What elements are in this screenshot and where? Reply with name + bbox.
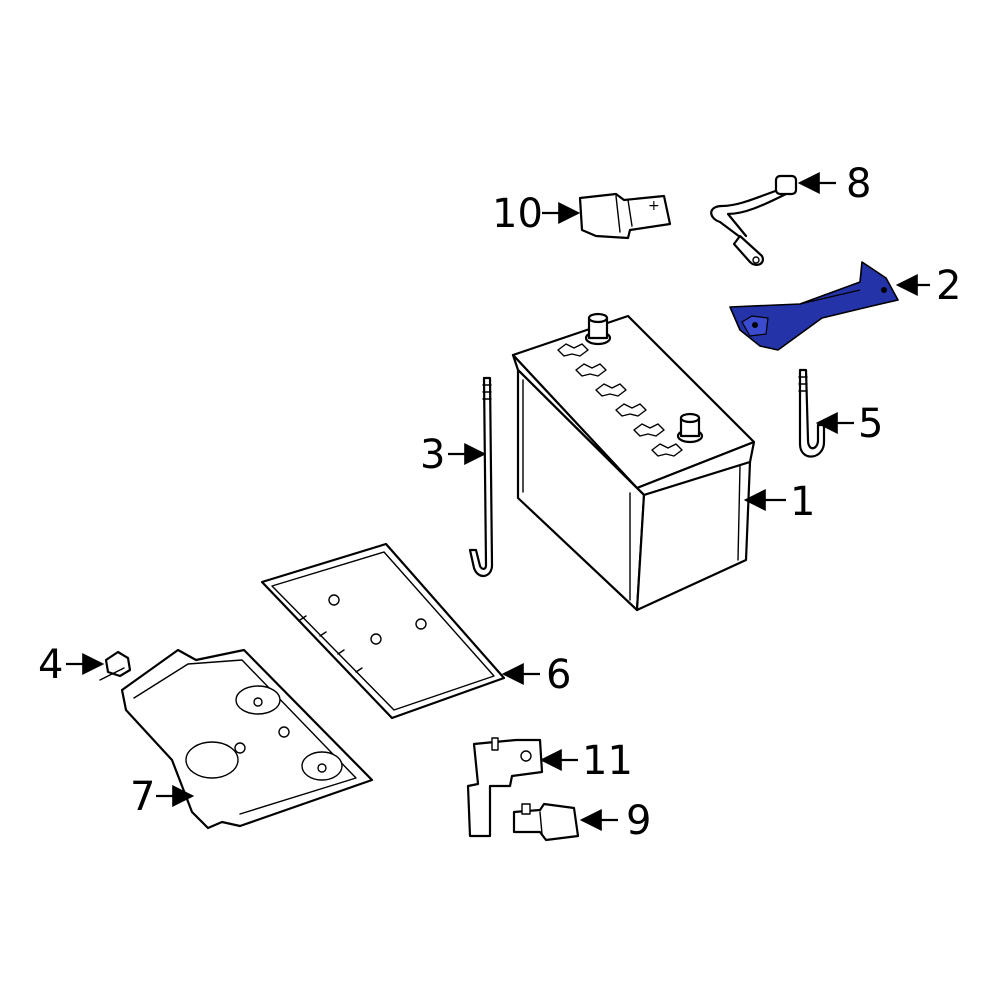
callout-9: 9 (579, 798, 651, 844)
svg-text:2: 2 (936, 263, 961, 309)
callout-4: 4 (38, 642, 105, 688)
clip-part (99, 650, 132, 681)
battery-terminal-icon (584, 312, 704, 444)
callout-5: 5 (815, 401, 883, 447)
callout-6: 6 (501, 652, 571, 698)
svg-text:1: 1 (790, 479, 815, 525)
svg-text:7: 7 (130, 774, 155, 820)
callout-8: 8 (797, 161, 871, 207)
hold-down-bracket-part (729, 261, 899, 351)
svg-text:5: 5 (858, 401, 883, 447)
svg-text:4: 4 (38, 642, 63, 688)
callout-10: 10 (492, 191, 581, 237)
callout-1: 1 (743, 479, 815, 525)
svg-text:8: 8 (846, 161, 871, 207)
svg-text:3: 3 (420, 432, 445, 478)
tray-support-part (120, 648, 374, 830)
sensor-part (512, 802, 580, 842)
cable-part (710, 174, 798, 266)
terminal-cover-part: + (578, 192, 672, 240)
callout-11: 11 (539, 738, 633, 784)
callout-2: 2 (895, 263, 961, 309)
battery-tray-part (260, 542, 506, 720)
svg-text:6: 6 (546, 652, 571, 698)
bracket-part (466, 737, 544, 838)
svg-text:10: 10 (492, 191, 543, 237)
battery-part (511, 312, 756, 612)
svg-text:11: 11 (582, 738, 633, 784)
hold-down-rod-right-part (798, 368, 826, 458)
plus-sign-icon: + (648, 198, 660, 214)
hold-down-rod-left-part (468, 376, 494, 577)
svg-text:9: 9 (626, 798, 651, 844)
battery-vents (557, 343, 683, 457)
callout-7: 7 (130, 774, 195, 820)
callout-3: 3 (420, 432, 487, 478)
